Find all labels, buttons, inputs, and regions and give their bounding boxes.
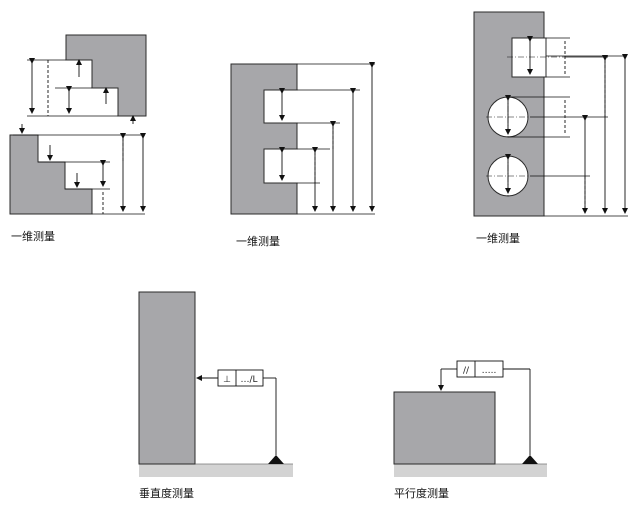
reference-base: [394, 464, 547, 477]
panel-3-plate-with-holes: [473, 11, 628, 217]
block-part: [393, 391, 496, 465]
perpendicularity-control-frame: ⊥ …/L: [217, 369, 264, 387]
parallelism-control-frame: // …..: [456, 360, 504, 378]
panel-4-perpendicularity: ⊥ …/L: [138, 291, 293, 477]
datum-triangle: [268, 455, 284, 464]
caption-panel-1: 一维测量: [11, 230, 55, 243]
reference-base: [139, 464, 293, 477]
perpendicularity-symbol: ⊥: [223, 375, 231, 385]
panel-5-parallelism: // …..: [393, 360, 547, 477]
parallelism-value: …..: [482, 366, 497, 376]
perpendicularity-value: …/L: [240, 375, 257, 385]
datum-triangle: [522, 455, 538, 464]
slot: [511, 37, 547, 78]
caption-panel-2: 一维测量: [236, 235, 280, 248]
upper-stepped-block: [65, 34, 147, 117]
panel-2-slotted-part: [230, 62, 375, 215]
vertical-part: [138, 291, 196, 465]
caption-panel-3: 一维测量: [476, 232, 520, 245]
parallelism-symbol: //: [463, 366, 470, 376]
caption-panel-5: 平行度测量: [394, 487, 449, 500]
caption-panel-4: 垂直度测量: [139, 487, 194, 500]
panel-1-stepped-parts: [9, 34, 147, 215]
lower-stepped-block: [9, 134, 93, 215]
slotted-block: [230, 63, 298, 215]
